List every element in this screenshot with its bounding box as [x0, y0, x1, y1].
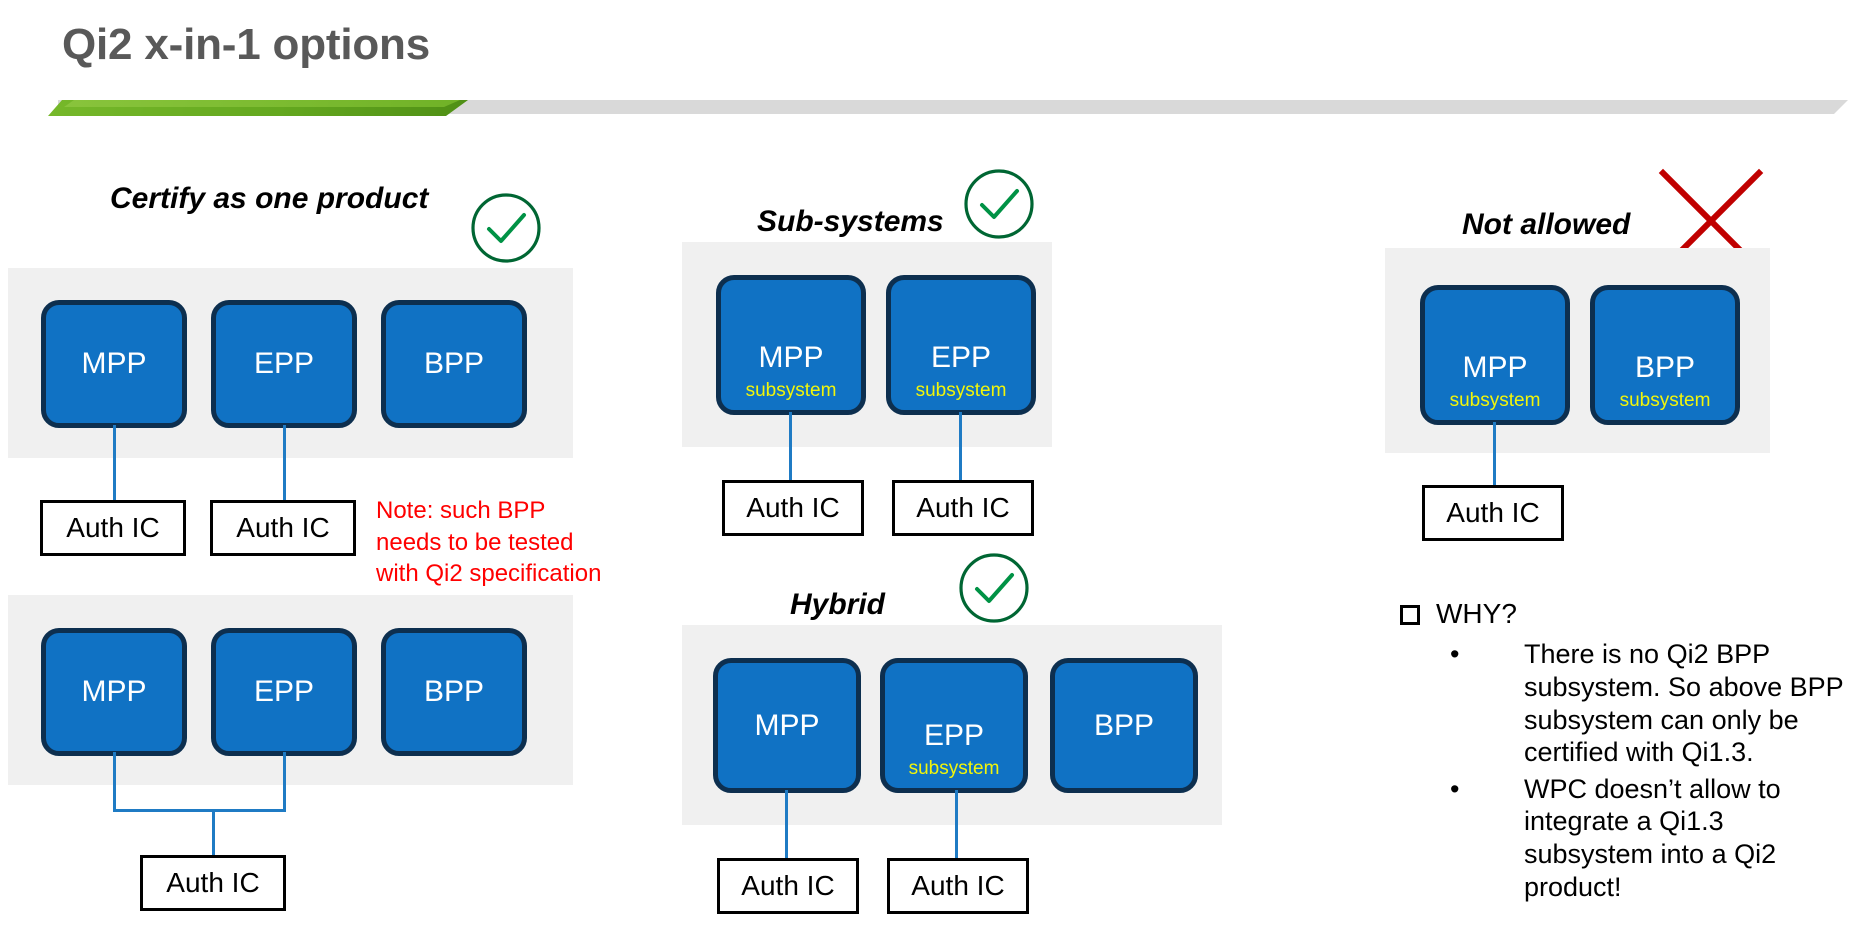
chip-subsystem-label: subsystem: [915, 380, 1007, 401]
chip-label: EPP: [253, 347, 315, 380]
list-item: • There is no Qi2 BPP subsystem. So abov…: [1400, 638, 1850, 769]
chip-subsystem-label: subsystem: [745, 380, 837, 401]
why-block: WHY? • There is no Qi2 BPP subsystem. So…: [1400, 598, 1850, 907]
auth-ic-box[interactable]: Auth IC: [722, 480, 864, 536]
title-divider-bar: [48, 96, 1848, 118]
left-group1-heading: Certify as one product: [110, 182, 429, 215]
chip-epp[interactable]: EPP subsystem: [886, 275, 1036, 415]
middle-group2-heading: Hybrid: [790, 588, 886, 621]
auth-ic-box[interactable]: Auth IC: [887, 858, 1029, 914]
chip-epp[interactable]: EPP subsystem: [880, 658, 1028, 793]
chip-label: BPP: [423, 675, 485, 708]
auth-ic-box[interactable]: Auth IC: [892, 480, 1034, 536]
chip-label: EPP: [930, 341, 992, 374]
chip-mpp[interactable]: MPP subsystem: [1420, 285, 1570, 425]
auth-ic-box[interactable]: Auth IC: [40, 500, 186, 556]
bullet-glyph: •: [1450, 773, 1460, 804]
check-icon: [963, 168, 1035, 240]
chip-subsystem-label: subsystem: [1449, 390, 1541, 411]
chip-label: MPP: [754, 708, 820, 742]
auth-ic-box[interactable]: Auth IC: [1422, 485, 1564, 541]
auth-ic-box[interactable]: Auth IC: [717, 858, 859, 914]
chip-mpp[interactable]: MPP: [713, 658, 861, 793]
divider-green-highlight: [64, 100, 460, 107]
chip-label: MPP: [81, 347, 147, 380]
bpp-note-text: Note: such BPP needs to be tested with Q…: [376, 497, 602, 588]
chip-label: BPP: [1634, 351, 1696, 384]
chip-mpp[interactable]: MPP: [41, 628, 187, 756]
bullet-glyph: •: [1450, 639, 1460, 670]
chip-mpp[interactable]: MPP subsystem: [716, 275, 866, 415]
connector-line: [113, 752, 116, 812]
auth-ic-box[interactable]: Auth IC: [210, 500, 356, 556]
chip-label: EPP: [923, 719, 985, 752]
connector-line: [959, 412, 962, 482]
connector-line: [113, 809, 286, 812]
list-item: • WPC doesn’t allow to integrate a Qi1.3…: [1400, 773, 1850, 904]
connector-line: [283, 425, 286, 501]
why-title: WHY?: [1436, 598, 1517, 629]
why-bullet-list: • There is no Qi2 BPP subsystem. So abov…: [1400, 638, 1850, 903]
chip-label: EPP: [253, 675, 315, 708]
checkbox-bullet-icon: [1400, 605, 1420, 625]
connector-line: [1493, 422, 1496, 487]
chip-bpp[interactable]: BPP: [381, 628, 527, 756]
divider-gray-band: [58, 100, 1848, 114]
chip-label: MPP: [1462, 351, 1528, 384]
chip-subsystem-label: subsystem: [908, 758, 1000, 779]
chip-epp[interactable]: EPP: [211, 628, 357, 756]
chip-mpp[interactable]: MPP: [41, 300, 187, 428]
connector-line: [955, 790, 958, 860]
chip-bpp[interactable]: BPP: [1050, 658, 1198, 793]
chip-bpp[interactable]: BPP: [381, 300, 527, 428]
page-title: Qi2 x-in-1 options: [62, 20, 430, 69]
right-group1-heading: Not allowed: [1462, 208, 1631, 241]
connector-line: [789, 412, 792, 482]
auth-ic-box[interactable]: Auth IC: [140, 855, 286, 911]
check-icon: [958, 552, 1030, 624]
chip-label: MPP: [81, 675, 147, 708]
connector-line: [283, 752, 286, 812]
middle-group1-heading: Sub-systems: [757, 205, 944, 238]
chip-bpp[interactable]: BPP subsystem: [1590, 285, 1740, 425]
chip-label: BPP: [1093, 708, 1155, 742]
list-item-text: There is no Qi2 BPP subsystem. So above …: [1524, 639, 1844, 768]
chip-label: BPP: [423, 347, 485, 380]
why-heading-row: WHY?: [1400, 598, 1850, 630]
connector-line: [113, 425, 116, 501]
chip-label: MPP: [758, 341, 824, 374]
chip-epp[interactable]: EPP: [211, 300, 357, 428]
chip-subsystem-label: subsystem: [1619, 390, 1711, 411]
connector-line: [212, 809, 215, 858]
connector-line: [785, 790, 788, 860]
check-icon: [470, 192, 542, 264]
list-item-text: WPC doesn’t allow to integrate a Qi1.3 s…: [1524, 773, 1781, 902]
